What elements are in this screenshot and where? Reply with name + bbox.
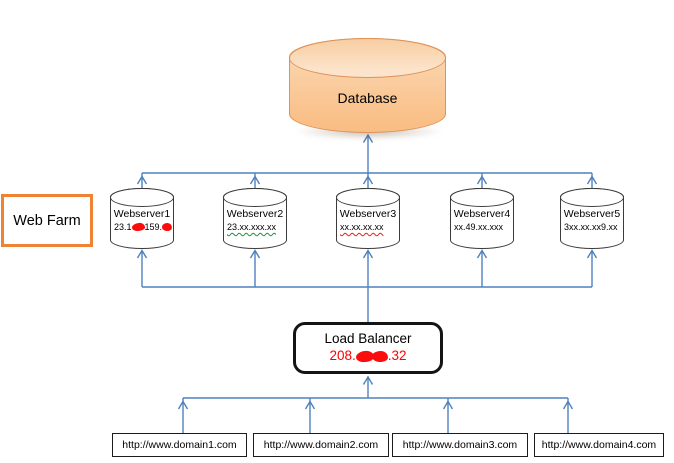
webserver3-ip: xx.xx.xx.xx (340, 222, 399, 232)
domain2-box: http://www.domain2.com (253, 433, 389, 457)
red-scribble (161, 222, 173, 232)
webserver4-node: Webserver4 xx.49.xx.xxx (450, 188, 514, 249)
webserver2-ip: 23.xx.xxx.xx (227, 222, 286, 232)
domain-lines (182, 398, 569, 433)
ip-text: 3xx.xx.xx9.xx (564, 222, 618, 232)
ws-up-arrowheads (136, 175, 598, 185)
ws-feed-lines (141, 250, 593, 287)
webserver5-ip: 3xx.xx.xx9.xx (564, 222, 623, 232)
domain1-url: http://www.domain1.com (122, 439, 237, 451)
cylinder-top (223, 188, 287, 207)
webserver1-node: Webserver1 23.1 159. (110, 188, 174, 249)
webserver1-ip: 23.1 159. (114, 222, 173, 232)
webserver1-name: Webserver1 (113, 208, 171, 220)
lb-arrowhead (362, 375, 374, 385)
webserver4-name: Webserver4 (453, 208, 511, 220)
ip-text: 159. (144, 222, 163, 232)
cylinder-top (450, 188, 514, 207)
webserver2-node: Webserver2 23.xx.xxx.xx (223, 188, 287, 249)
domain4-url: http://www.domain4.com (541, 439, 657, 451)
cylinder-top (560, 188, 624, 207)
ip-text-green-squiggle: 23.xx.xxx.xx (227, 222, 277, 232)
ip-text: .32 (387, 348, 407, 363)
red-scribble (131, 222, 145, 232)
cylinder-top (110, 188, 174, 207)
domain4-box: http://www.domain4.com (534, 433, 664, 457)
domain-arrowheads (177, 400, 574, 410)
database-cylinder-top (289, 38, 446, 78)
webserver4-ip: xx.49.xx.xxx (454, 222, 513, 232)
database-label: Database (337, 90, 398, 106)
ip-text: xx.49.xx.xxx (454, 222, 504, 232)
webserver3-node: Webserver3 xx.xx.xx.xx (336, 188, 400, 249)
webserver3-name: Webserver3 (339, 208, 397, 220)
ip-text-red-squiggle: xx.xx.xx.xx (340, 222, 384, 232)
domain2-url: http://www.domain2.com (263, 439, 379, 451)
web-farm-label-box: Web Farm (1, 194, 93, 247)
webserver5-name: Webserver5 (563, 208, 621, 220)
web-farm-label: Web Farm (13, 212, 81, 229)
cylinder-top (336, 188, 400, 207)
domain3-box: http://www.domain3.com (392, 433, 528, 457)
load-balancer-node: Load Balancer 208. .32 (293, 322, 443, 374)
load-balancer-ip: 208. .32 (329, 348, 406, 365)
webserver2-name: Webserver2 (226, 208, 284, 220)
database-node: Database (289, 38, 446, 133)
ws-up-risers (141, 173, 593, 190)
ip-text: 23.1 (114, 222, 132, 232)
webserver5-node: Webserver5 3xx.xx.xx9.xx (560, 188, 624, 249)
red-scribble (371, 350, 389, 363)
domain3-url: http://www.domain3.com (402, 439, 518, 451)
domain1-box: http://www.domain1.com (112, 433, 247, 457)
ws-feed-arrowheads (136, 249, 598, 259)
ip-text: 208. (329, 348, 356, 363)
db-arrowhead (362, 133, 374, 143)
load-balancer-label: Load Balancer (324, 331, 412, 347)
